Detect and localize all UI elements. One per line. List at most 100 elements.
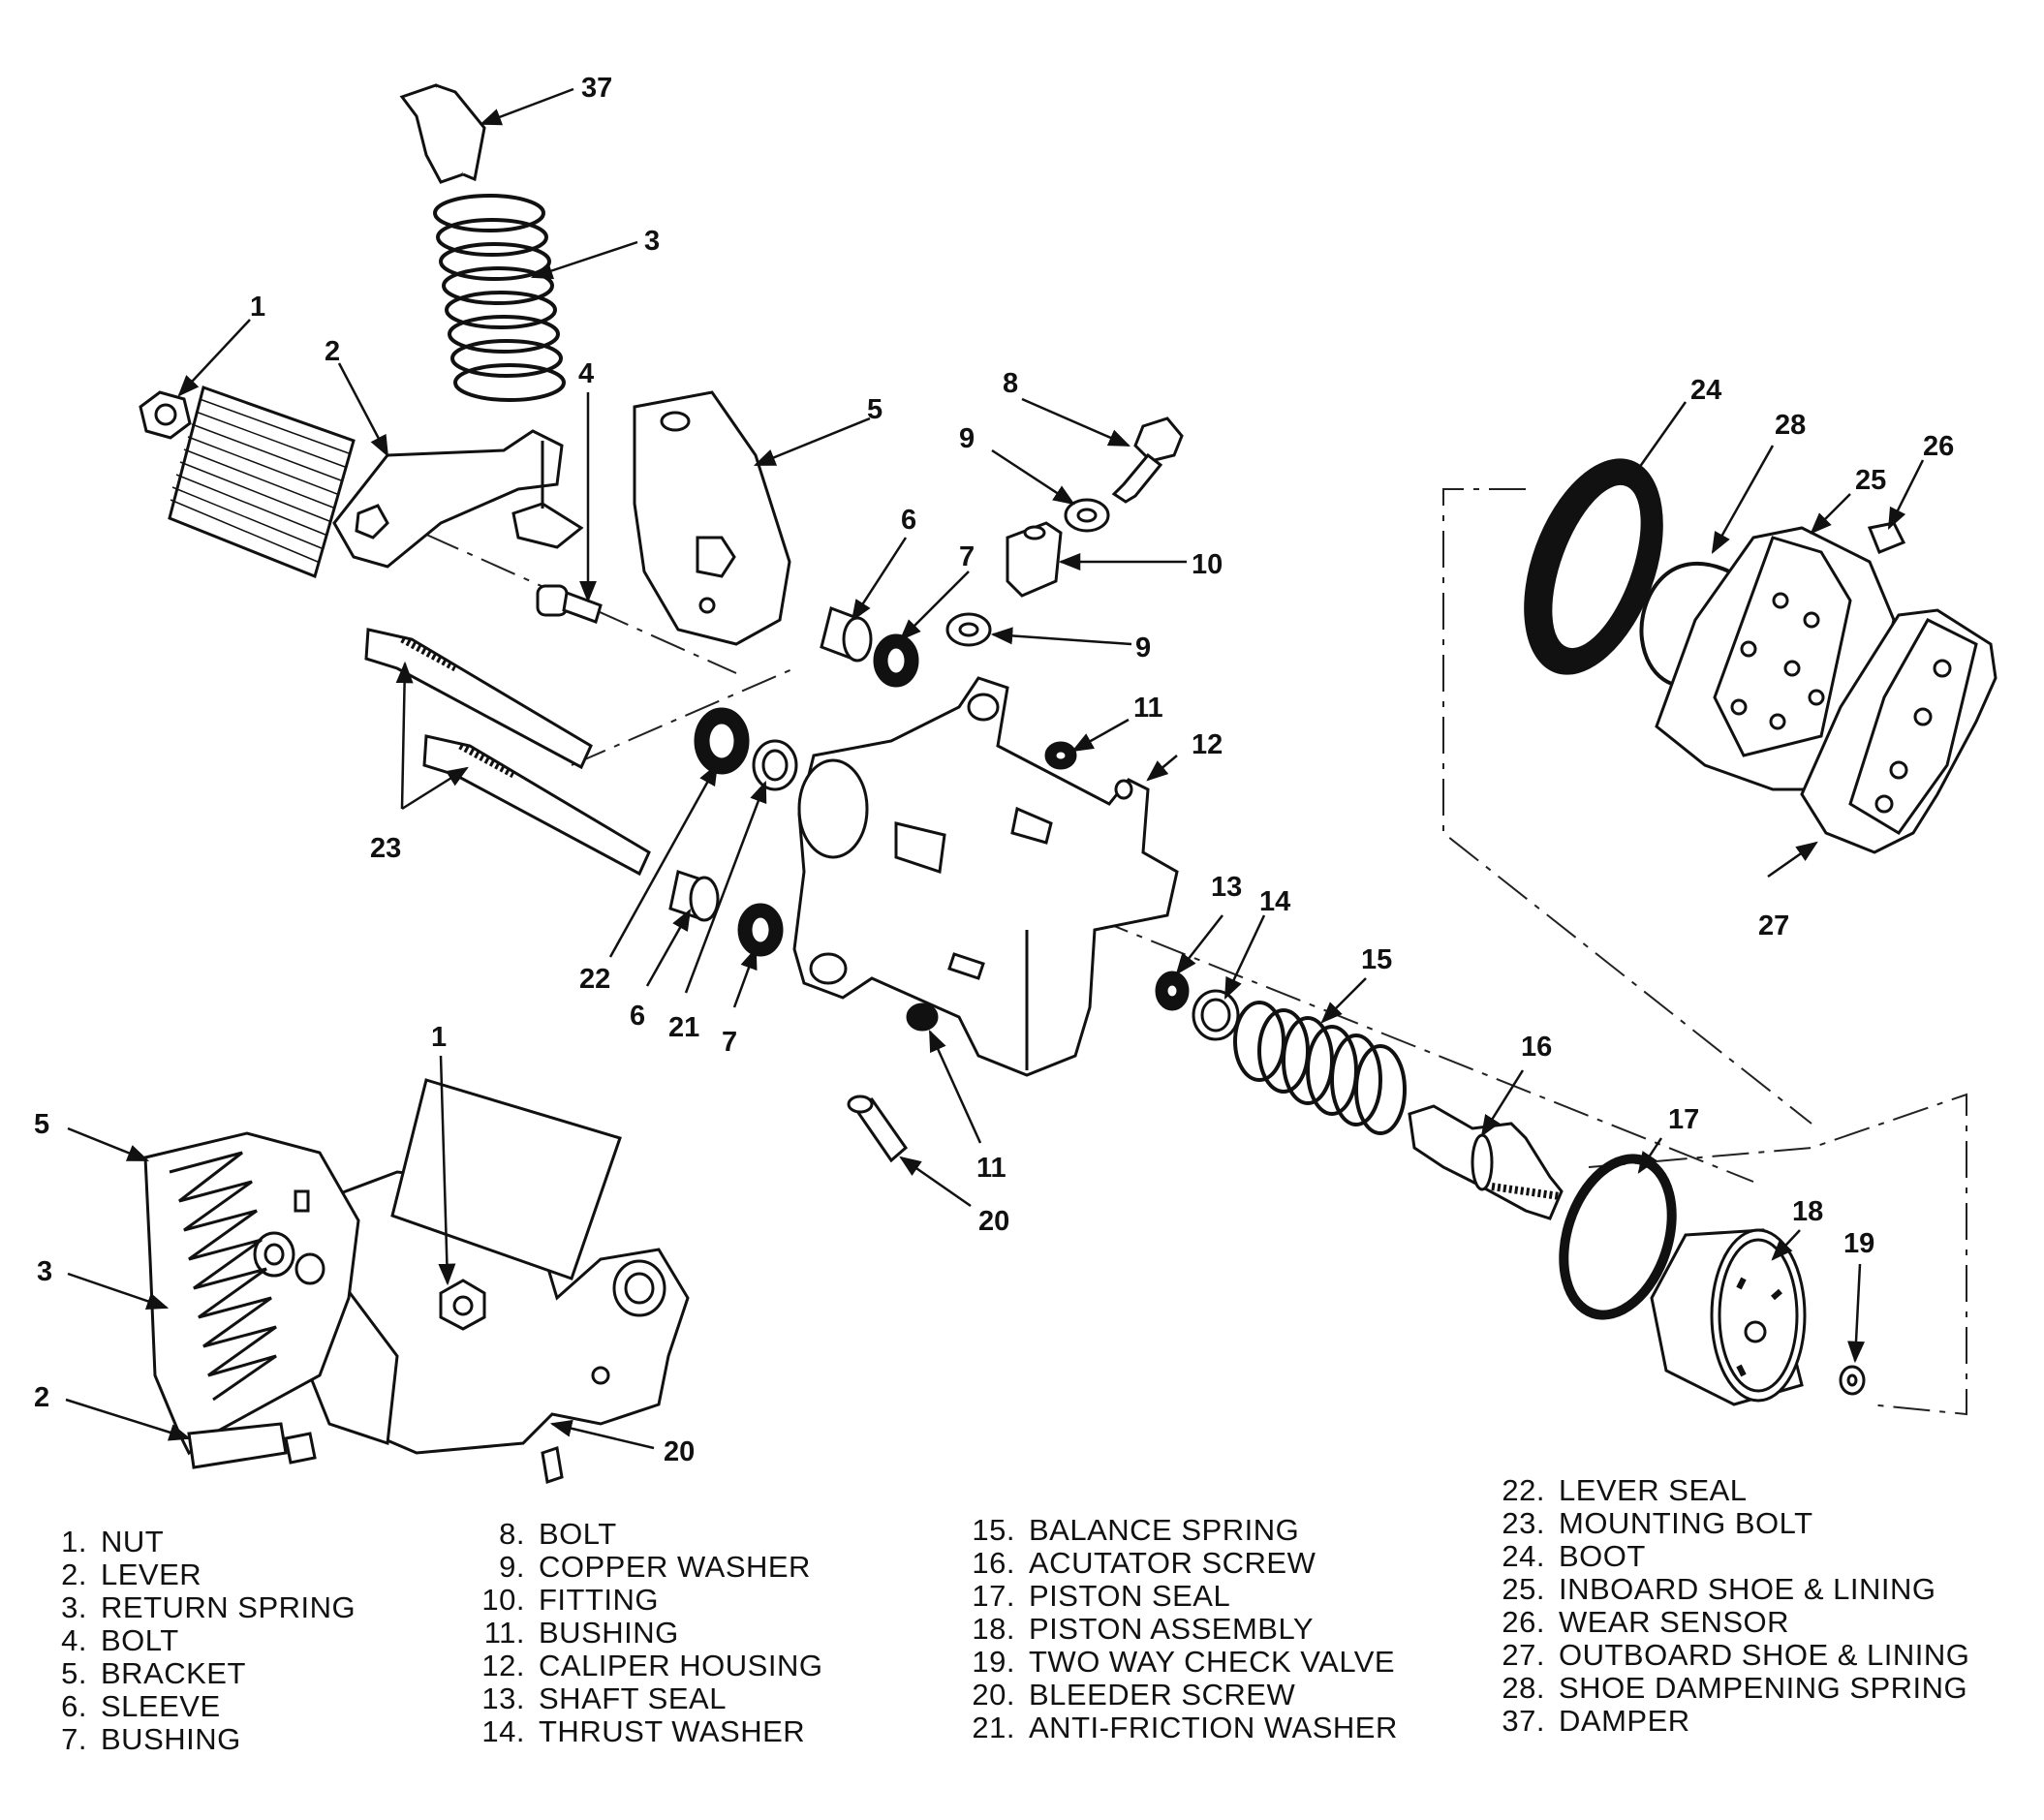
legend-number: 26. [1502,1605,1545,1639]
legend-label: BLEEDER SCREW [1029,1678,1296,1712]
legend-number: 23. [1502,1506,1545,1540]
legend-label: FITTING [539,1583,660,1617]
legend-number: 17. [972,1579,1015,1613]
legend-label: ACUTATOR SCREW [1029,1546,1316,1580]
legend-item: 28.SHOE DAMPENING SPRING [1497,1672,1969,1705]
callout-19: 19 [1843,1228,1874,1259]
callout-37: 37 [581,73,612,104]
legend-label: NUT [101,1525,165,1558]
callout-3-assembled: 3 [37,1256,52,1287]
legend-label: TWO WAY CHECK VALVE [1029,1645,1396,1679]
legend-item: 6. SLEEVE [39,1690,356,1723]
legend-number: 7. [61,1722,87,1756]
callout-24: 24 [1690,375,1721,406]
legend-item: 11. BUSHING [477,1617,822,1650]
bolt-4 [536,584,603,624]
legend-number: 11. [483,1616,525,1650]
shaft-seal-washer [1155,971,1240,1041]
legend-item: 17. PISTON SEAL [967,1580,1398,1613]
legend-label: LEVER [101,1558,202,1591]
lever-assembly [168,386,584,579]
legend-number: 8. [499,1517,525,1551]
legend-number: 1. [61,1525,87,1558]
legend-number: 3. [61,1590,87,1624]
callout-2: 2 [325,336,340,367]
callout-2-assembled: 2 [34,1382,49,1413]
legend-label: BRACKET [101,1656,246,1690]
callout-20-assembled: 20 [664,1436,695,1467]
callout-18: 18 [1792,1196,1823,1227]
balance-spring [1233,1001,1407,1135]
bracket-part [633,390,791,646]
boot-part [1524,458,1663,675]
sleeves-bushings-seals [668,606,919,957]
callout-5: 5 [867,394,883,425]
legend-number: 18. [972,1612,1015,1646]
legend-column-3: 15.BALANCE SPRING 16.ACUTATOR SCREW 17.P… [967,1514,1398,1744]
legend-number: 20. [972,1678,1015,1712]
legend-number: 19. [972,1645,1015,1679]
legend-number: 37. [1502,1704,1545,1738]
legend-label: BUSHING [539,1616,679,1650]
callout-13: 13 [1211,872,1242,903]
callout-9-lower: 9 [1135,632,1151,663]
legend-item: 18.PISTON ASSEMBLY [967,1613,1398,1646]
legend-item: 4. BOLT [39,1624,356,1657]
legend-item: 22. LEVER SEAL [1497,1474,1969,1507]
callout-20: 20 [978,1206,1009,1237]
caliper-housing [792,676,1179,1077]
mounting-bolts [364,628,651,877]
legend-number: 15. [972,1513,1015,1547]
callout-27: 27 [1758,910,1789,941]
callout-16: 16 [1521,1032,1552,1063]
nut-top [139,390,192,440]
legend-number: 9. [499,1550,525,1584]
callout-6-lower: 6 [630,1001,645,1032]
legend-number: 14. [481,1714,525,1748]
callout-7-lower: 7 [722,1027,737,1058]
legend-item: 19. TWO WAY CHECK VALVE [967,1646,1398,1679]
legend-number: 24. [1502,1539,1545,1573]
callout-5-assembled: 5 [34,1109,49,1140]
legend-number: 6. [61,1689,87,1723]
legend-column-2: 8.BOLT 9.COPPER WASHER 10.FITTING 11.BUS… [477,1518,822,1748]
legend-item: 5. BRACKET [39,1657,356,1690]
legend-item: 25.INBOARD SHOE & LINING [1497,1573,1969,1606]
legend-label: LEVER SEAL [1559,1473,1748,1507]
legend-label: CALIPER HOUSING [539,1649,823,1682]
callout-11-lower: 11 [976,1153,1007,1184]
legend-label: BALANCE SPRING [1029,1513,1300,1547]
legend-label: BUSHING [101,1722,241,1756]
legend-number: 5. [61,1656,87,1690]
check-valve [1839,1365,1866,1396]
legend-item: 14.THRUST WASHER [477,1715,822,1748]
callout-11: 11 [1133,693,1163,724]
legend-number: 4. [61,1623,87,1657]
legend-item: 7. BUSHING [39,1723,356,1756]
legend-item: 10.FITTING [477,1584,822,1617]
legend-label: BOLT [539,1517,617,1551]
callout-23: 23 [370,833,401,864]
legend-item: 26.WEAR SENSOR [1497,1606,1969,1639]
piston-assembly [1650,1228,1807,1406]
legend-label: BOLT [101,1623,179,1657]
legend-number: 22. [1502,1473,1545,1507]
legend-label: SLEEVE [101,1689,221,1723]
bleeder-screw-center [847,1095,909,1163]
legend-item: 13.SHAFT SEAL [477,1682,822,1715]
legend-item: 24.BOOT [1497,1540,1969,1573]
legend-number: 28. [1502,1671,1545,1705]
legend-label: ANTI-FRICTION WASHER [1029,1711,1398,1744]
callout-8: 8 [1003,368,1018,399]
legend-number: 21. [972,1711,1015,1744]
callout-labels: 37 3 1 2 4 5 8 9 10 9 6 7 11 12 23 22 6 … [34,73,1954,1467]
legend-label: DAMPER [1559,1704,1690,1738]
legend-label: PISTON SEAL [1029,1579,1231,1613]
callout-4: 4 [578,358,594,389]
legend-number: 27. [1502,1638,1545,1672]
legend-item: 2.LEVER [39,1558,356,1591]
bushings-11 [906,741,1077,1032]
callout-1: 1 [250,292,265,323]
legend-item: 3.RETURN SPRING [39,1591,356,1624]
